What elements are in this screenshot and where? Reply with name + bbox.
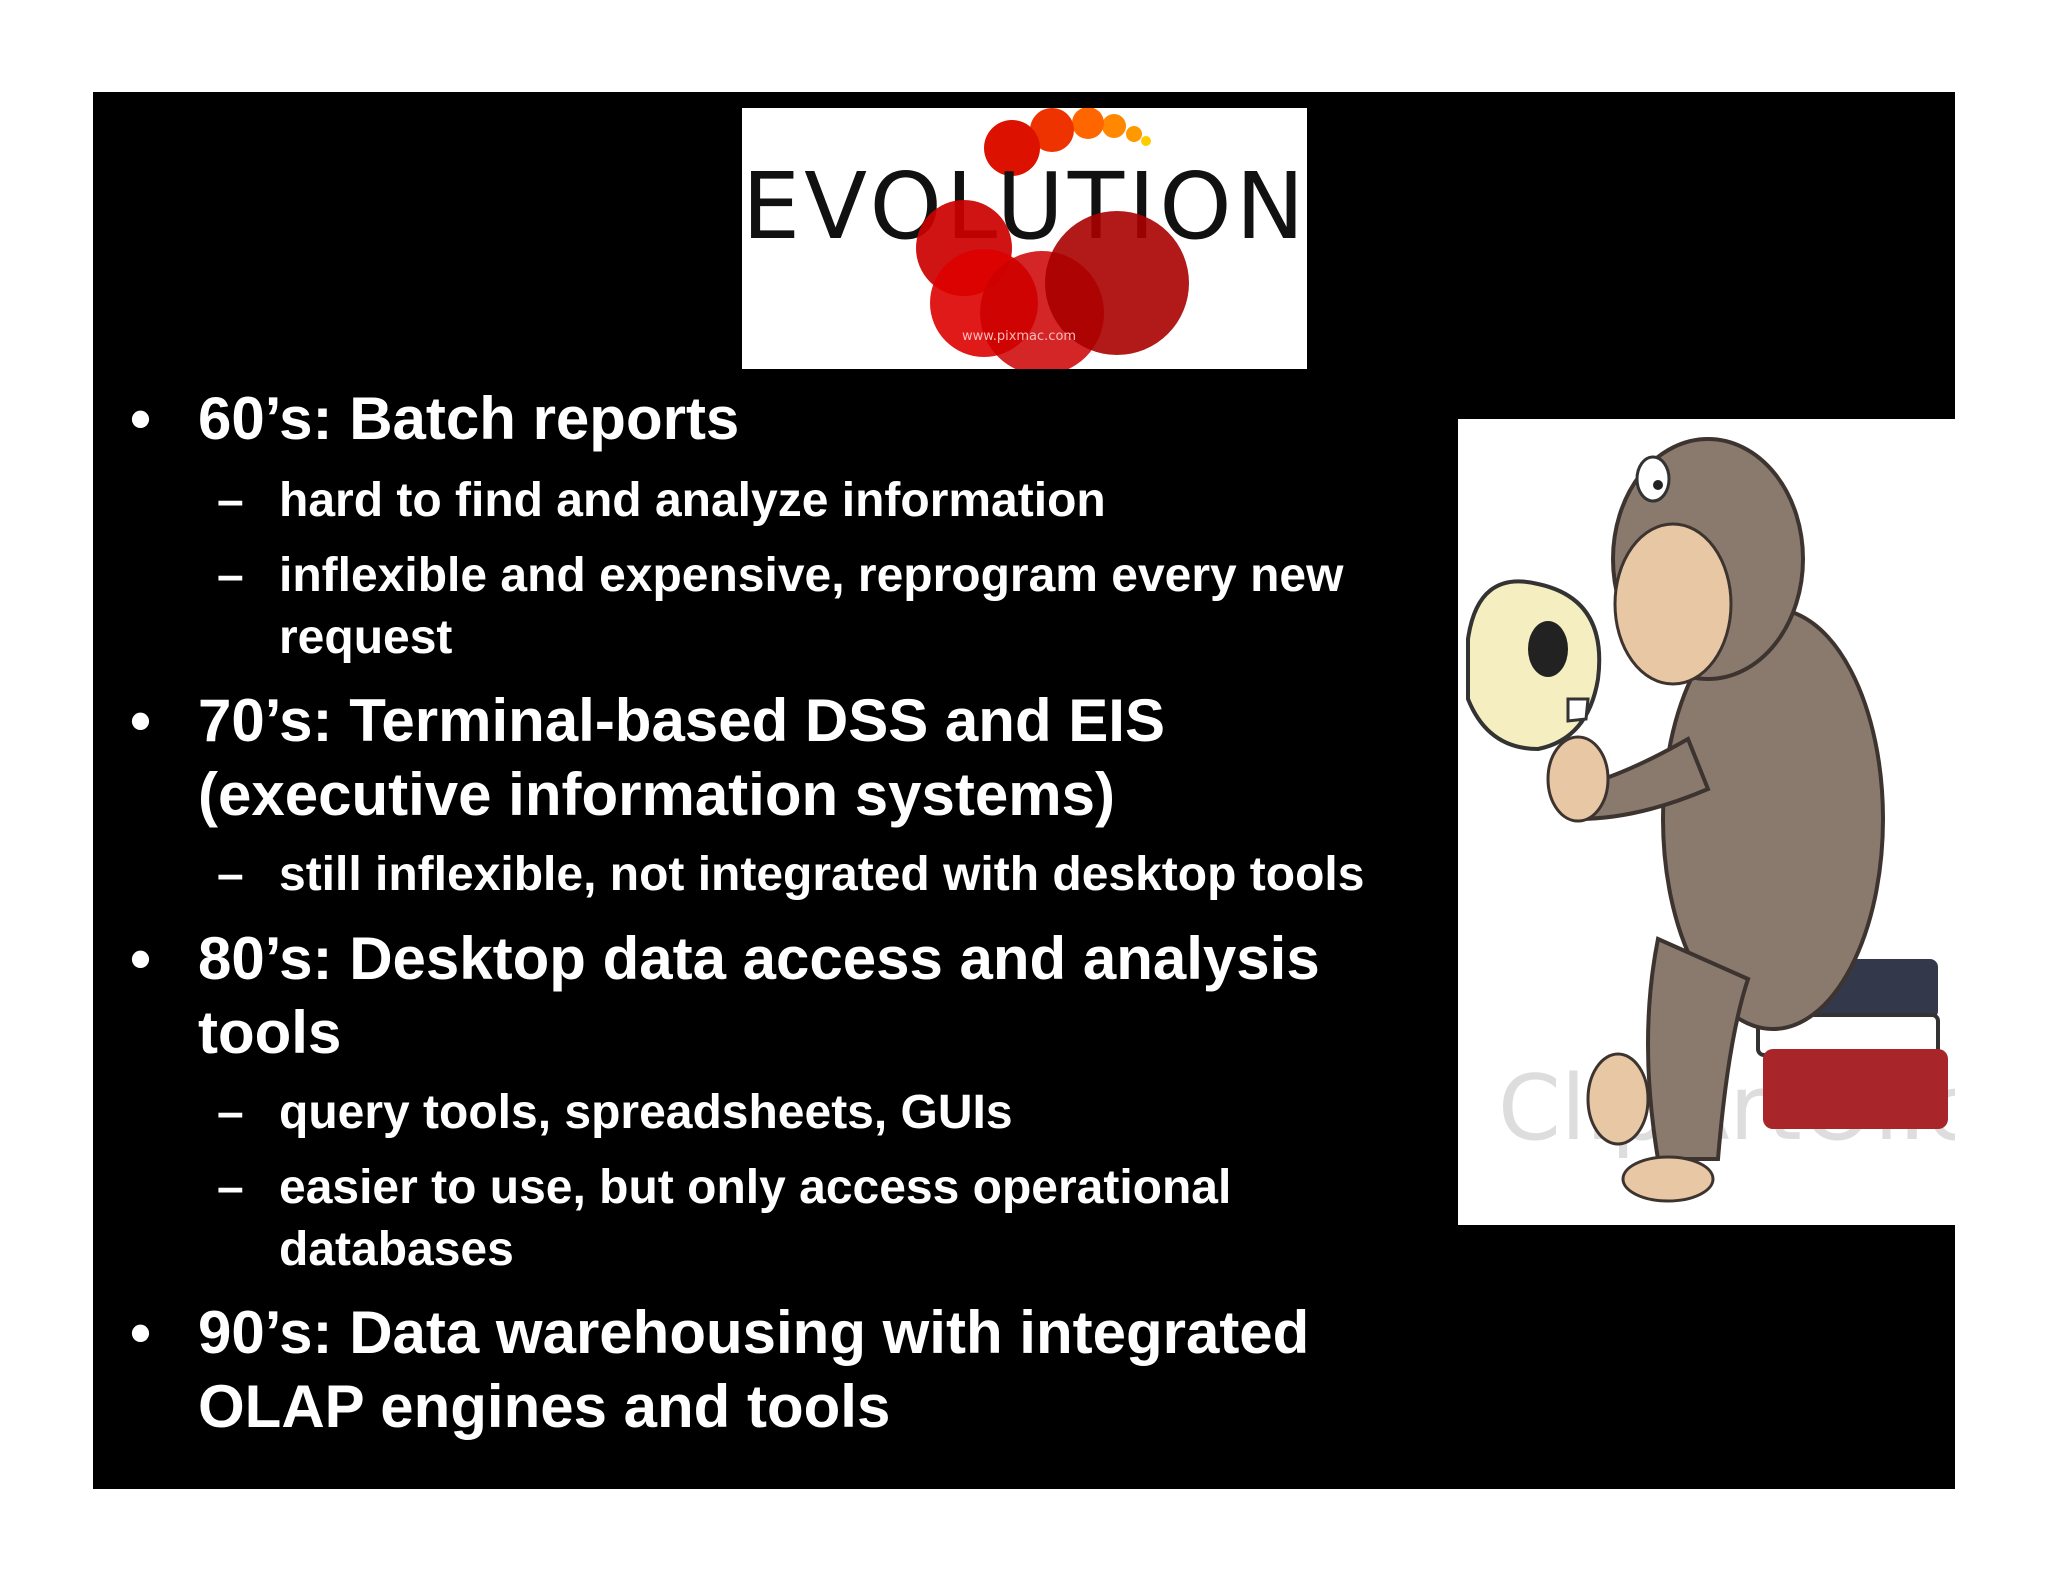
sub-bullet-80s-1: – query tools, spreadsheets, GUIs [217,1082,1013,1144]
sub-bullet-70s-1: – still inflexible, not integrated with … [217,844,1365,906]
bullet-60s: • 60’s: Batch reports [130,382,740,456]
sub-bullet-marker: – [217,1161,244,1214]
sub-bullet-text-line: query tools, spreadsheets, GUIs [279,1086,1013,1139]
sub-bullet-marker: – [217,474,244,527]
sub-bullet-marker: – [217,1086,244,1139]
sub-bullet-text-line: still inflexible, not integrated with de… [279,848,1365,901]
sub-bullet-60s-1: – hard to find and analyze information [217,470,1106,532]
bullet-80s: • 80’s: Desktop data access and analysis… [130,922,1320,1070]
bullet-marker: • [130,925,152,992]
bullet-marker: • [130,687,152,754]
sub-bullet-text-line: databases [279,1223,514,1276]
logo-text: EVOLUTION [742,153,1307,260]
sub-bullet-text-line: request [279,611,453,664]
sub-bullet-text-line: easier to use, but only access operation… [279,1161,1232,1214]
evolution-logo-graphic: EVOLUTION www.pixmac.com [742,108,1307,369]
logo-watermark: www.pixmac.com [962,329,1076,344]
bullet-text-line: 70’s: Terminal-based DSS and EIS [198,687,1165,754]
evolution-logo: EVOLUTION www.pixmac.com [742,108,1307,369]
sub-bullet-text-line: hard to find and analyze information [279,474,1106,527]
bullet-text-line: 60’s: Batch reports [198,385,740,452]
sub-bullet-80s-2: – easier to use, but only access operati… [217,1157,1232,1281]
monkey-skull-illustration: ClipArtOf.com [1458,419,1955,1225]
sub-bullet-60s-2: – inflexible and expensive, reprogram ev… [217,545,1344,669]
bullet-text-line: (executive information systems) [198,761,1115,828]
bullet-marker: • [130,385,152,452]
bullet-text-line: tools [198,999,342,1066]
bullet-text-line: 90’s: Data warehousing with integrated [198,1299,1310,1366]
bullet-90s: • 90’s: Data warehousing with integrated… [130,1296,1310,1444]
monkey-with-skull-icon: ClipArtOf.com [1466,437,1955,1203]
bullet-text-line: 80’s: Desktop data access and analysis [198,925,1320,992]
sub-bullet-text-line: inflexible and expensive, reprogram ever… [279,549,1344,602]
bullet-text-line: OLAP engines and tools [198,1373,891,1440]
sub-bullet-marker: – [217,549,244,602]
sub-bullet-marker: – [217,848,244,901]
bullet-marker: • [130,1299,152,1366]
bullet-70s: • 70’s: Terminal-based DSS and EIS (exec… [130,684,1165,832]
